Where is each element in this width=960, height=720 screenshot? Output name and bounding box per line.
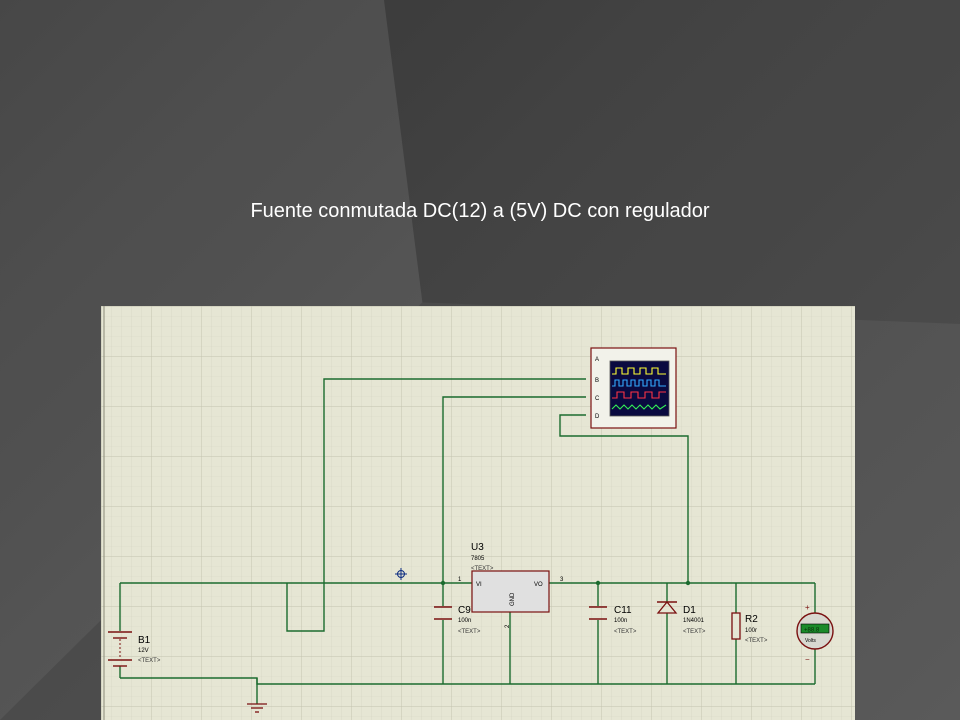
- slide-title: Fuente conmutada DC(12) a (5V) DC con re…: [250, 200, 710, 222]
- scope-channel-c: C: [595, 396, 600, 402]
- regulator-value: 7805: [471, 556, 485, 562]
- ground-icon: [247, 703, 267, 713]
- wires: [119, 378, 816, 704]
- regulator-pin-2: 2: [505, 624, 511, 628]
- voltmeter-display: [800, 623, 830, 634]
- regulator-pin-vi: VI: [476, 582, 482, 588]
- capacitor-c11[interactable]: C11 100n <TEXT>: [589, 605, 637, 635]
- scope-trace-c: [612, 391, 666, 399]
- cap-in-value: 100n: [458, 618, 471, 624]
- regulator-pin-vo: VO: [534, 582, 543, 588]
- voltmeter-minus: −: [805, 655, 810, 664]
- scope-channel-a: A: [595, 357, 599, 363]
- capacitor-c9[interactable]: C9 100n <TEXT>: [434, 605, 481, 635]
- battery-ref: B1: [138, 635, 151, 646]
- cap-out-text: <TEXT>: [614, 629, 637, 635]
- diode-ref: D1: [683, 605, 696, 616]
- diode-value: 1N4001: [683, 618, 705, 624]
- regulator-text: <TEXT>: [471, 566, 494, 572]
- resistor-text: <TEXT>: [745, 638, 768, 644]
- battery-text: <TEXT>: [138, 658, 161, 664]
- resistor-ref: R2: [745, 614, 758, 625]
- regulator-u3[interactable]: U3 7805 <TEXT> VI VO GND 1 3 2: [458, 542, 564, 628]
- diode-text: <TEXT>: [683, 629, 706, 635]
- schematic-canvas[interactable]: A B C D U3 7805 <TEXT> VI VO GND 1 3 2 B…: [101, 306, 855, 720]
- crosshair-cursor-icon: [395, 568, 407, 580]
- scope-trace-b: [612, 379, 666, 387]
- regulator-pin-1: 1: [458, 577, 462, 583]
- cap-out-ref: C11: [614, 605, 632, 616]
- cap-out-value: 100n: [614, 618, 627, 624]
- grid-lines: [101, 306, 855, 720]
- scope-channel-b: B: [595, 378, 599, 384]
- scope-channel-d: D: [595, 414, 600, 420]
- voltmeter-plus: +: [805, 603, 810, 612]
- diode-d1[interactable]: D1 1N4001 <TEXT>: [656, 600, 706, 635]
- voltmeter-unit: Volts: [805, 638, 816, 644]
- scope-trace-a: [612, 367, 666, 375]
- junction-dots: [440, 580, 691, 586]
- cap-in-text: <TEXT>: [458, 629, 481, 635]
- scope-trace-d: [611, 404, 667, 410]
- regulator-pin-3: 3: [560, 577, 564, 583]
- regulator-pin-gnd: GND: [510, 592, 516, 606]
- resistor-value: 100r: [745, 628, 757, 634]
- cap-in-ref: C9: [458, 605, 471, 616]
- resistor-r2[interactable]: R2 100r <TEXT>: [731, 612, 768, 644]
- regulator-ref: U3: [471, 542, 484, 553]
- battery-value: 12V: [138, 648, 149, 654]
- battery-b1[interactable]: B1 12V <TEXT>: [108, 631, 161, 667]
- oscilloscope[interactable]: A B C D: [590, 347, 677, 429]
- voltmeter-reading: +88.8: [804, 628, 820, 634]
- voltmeter[interactable]: +88.8 Volts + −: [796, 603, 834, 664]
